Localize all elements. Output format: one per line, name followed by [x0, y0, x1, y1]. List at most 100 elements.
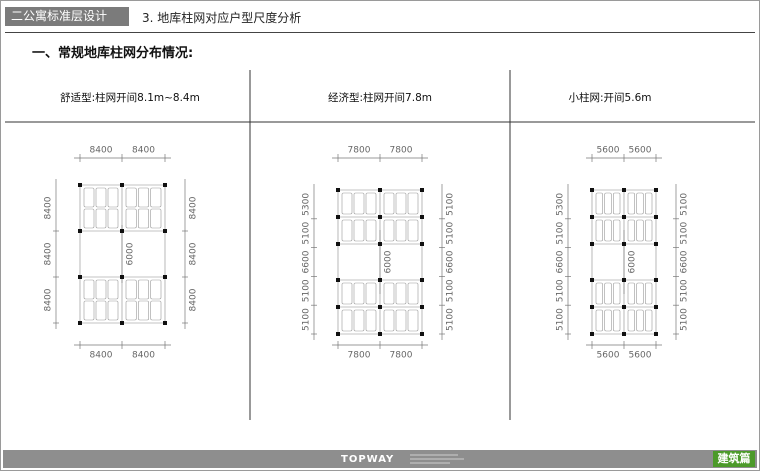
structural-column [622, 278, 626, 282]
dim-label-left: 8400 [44, 196, 54, 219]
parking-stall [107, 300, 119, 321]
dim-label-top: 7800 [348, 146, 371, 156]
structural-column [420, 332, 424, 336]
parking-stall [83, 279, 95, 300]
structural-column [654, 305, 658, 309]
parking-stall [595, 282, 603, 305]
structural-column [590, 278, 594, 282]
structural-column [78, 229, 82, 233]
structural-column [622, 305, 626, 309]
dim-label-left: 8400 [44, 288, 54, 311]
dim-label-top: 7800 [390, 146, 413, 156]
parking-stall [645, 309, 653, 332]
structural-column [420, 188, 424, 192]
column-heading-comfort: 舒适型:柱网开间8.1m~8.4m [60, 92, 200, 104]
dim-label-middle: 6000 [628, 250, 638, 273]
structural-column [420, 215, 424, 219]
parking-stall [353, 309, 365, 332]
dim-label-right: 5100 [446, 308, 456, 331]
structural-column [622, 215, 626, 219]
chapter-tab[interactable]: 二公寓标准层设计 [5, 7, 129, 26]
dim-label-bottom: 5600 [597, 351, 620, 361]
dim-label-left: 5100 [556, 221, 566, 244]
dim-label-right: 6600 [680, 250, 690, 273]
parking-stall [645, 282, 653, 305]
structural-column [120, 275, 124, 279]
structural-column [163, 229, 167, 233]
structural-column [336, 188, 340, 192]
dim-label-left: 5100 [302, 308, 312, 331]
dim-label-right: 8400 [189, 288, 199, 311]
parking-stall [604, 219, 612, 242]
parking-stall [595, 309, 603, 332]
parking-stall [95, 187, 107, 208]
dim-label-left: 5100 [302, 221, 312, 244]
page-title: 3. 地库柱网对应户型尺度分析 [142, 11, 302, 25]
parking-stall [636, 192, 644, 215]
parking-stall [83, 187, 95, 208]
parking-stall [341, 219, 353, 242]
structural-column [378, 188, 382, 192]
dim-label-top: 5600 [597, 146, 620, 156]
parking-stall [138, 279, 149, 300]
dim-label-left: 6600 [556, 250, 566, 273]
logo-tagline-lines [410, 454, 464, 464]
parking-stall [83, 300, 95, 321]
parking-stall [645, 192, 653, 215]
dim-label-left: 8400 [44, 242, 54, 265]
dim-label-bottom: 8400 [90, 351, 113, 361]
dim-label-bottom: 7800 [348, 351, 371, 361]
structural-column [590, 242, 594, 246]
structural-column [654, 332, 658, 336]
structural-column [590, 188, 594, 192]
parking-stall [138, 300, 149, 321]
section-title: 一、常规地库柱网分布情况: [32, 46, 194, 61]
parking-stall [627, 192, 635, 215]
parking-stall [395, 309, 407, 332]
structural-column [336, 332, 340, 336]
structural-column [654, 278, 658, 282]
dim-label-top: 8400 [90, 146, 113, 156]
dim-label-right: 5100 [446, 279, 456, 302]
parking-stall [383, 309, 395, 332]
structural-column [78, 321, 82, 325]
parking-stall [604, 192, 612, 215]
structural-column [163, 321, 167, 325]
parking-stall [365, 309, 377, 332]
dim-label-right: 5100 [680, 279, 690, 302]
parking-stall [383, 219, 395, 242]
parking-stall [125, 279, 137, 300]
parking-stall [395, 219, 407, 242]
parking-stall [107, 208, 119, 229]
footer-bar [3, 450, 757, 468]
parking-stall [627, 309, 635, 332]
parking-stall [341, 192, 353, 215]
parking-stall [604, 309, 612, 332]
parking-stall [107, 187, 119, 208]
structural-column [120, 183, 124, 187]
parking-stall [125, 300, 137, 321]
dim-label-left: 5100 [556, 279, 566, 302]
parking-stall [383, 282, 395, 305]
parking-stall [365, 192, 377, 215]
parking-stall [627, 282, 635, 305]
structural-column [120, 321, 124, 325]
structural-column [654, 188, 658, 192]
parking-stall [95, 300, 107, 321]
structural-column [120, 229, 124, 233]
parking-stall [383, 192, 395, 215]
dim-label-right: 5100 [680, 193, 690, 216]
dim-label-middle: 6000 [384, 250, 394, 273]
dim-label-right: 8400 [189, 242, 199, 265]
parking-stall [604, 282, 612, 305]
dim-label-left: 5100 [302, 279, 312, 302]
parking-stall [95, 279, 107, 300]
structural-column [590, 305, 594, 309]
parking-stall [353, 219, 365, 242]
dim-label-right: 5100 [446, 193, 456, 216]
parking-stall [83, 208, 95, 229]
dim-label-bottom: 5600 [629, 351, 652, 361]
structural-column [163, 275, 167, 279]
